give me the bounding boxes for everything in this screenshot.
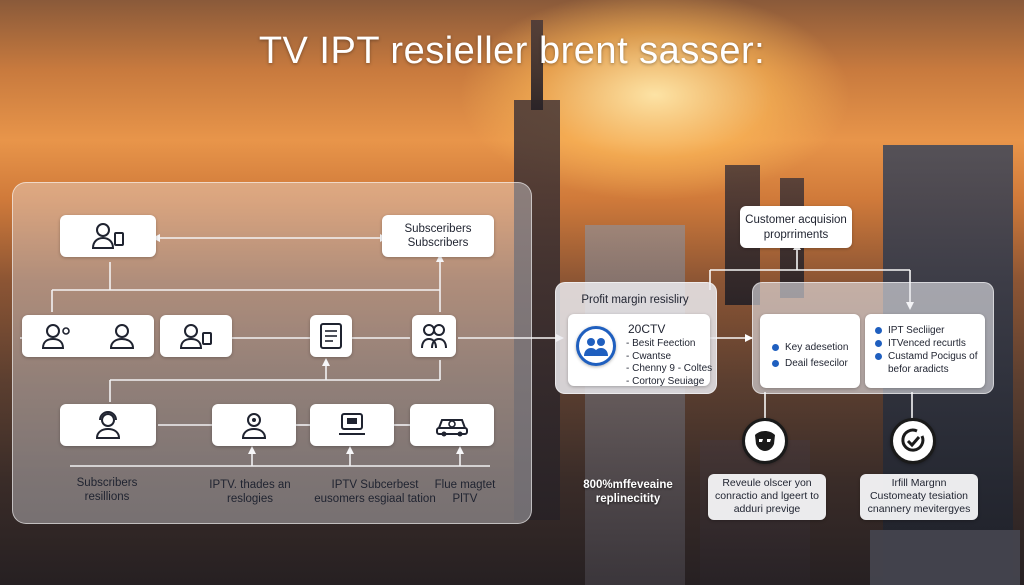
user-device-node[interactable] [60, 215, 156, 257]
ipt-list: IPT Secliiger ITVenced recurtls Custamd … [875, 324, 978, 376]
ipt-item-extra: befor aradicts [888, 364, 949, 375]
customer-acquisition-box[interactable]: Customer acquision proprriments [740, 206, 852, 248]
user-icon [108, 322, 136, 350]
check-circle-icon [890, 418, 936, 464]
20ctv-item: - Cortory Seuiage [626, 375, 705, 387]
ipt-item: Custamd Pocigus of [875, 350, 978, 363]
subscribers-line2: Subscribers [407, 237, 469, 249]
acquisition-line2: proprriments [763, 229, 829, 241]
20ctv-title: 20CTV [628, 322, 666, 336]
support-agent-node[interactable] [212, 404, 296, 446]
subscribers-line1: Subsceribers [404, 223, 472, 235]
20ctv-list: - Besit Feection - Cwantse - Chenny 9 - … [626, 338, 712, 388]
skyline-spire [531, 20, 543, 110]
skyline-tower [514, 100, 560, 520]
key-item: Key adesetion [772, 340, 848, 356]
car-node[interactable] [410, 404, 494, 446]
group-icon [419, 322, 449, 350]
monitor-icon [337, 411, 367, 439]
user-device-icon [91, 221, 125, 251]
skyline-building [870, 530, 1020, 585]
profit-margin-heading: Profit margin resisliry [581, 294, 689, 306]
users-node[interactable] [22, 315, 154, 357]
support-agent-icon [239, 410, 269, 440]
document-icon [319, 322, 343, 350]
headset-user-icon [92, 410, 124, 440]
key-adesetion-card[interactable]: Key adesetion Deail fesecilor [760, 314, 860, 388]
ipt-item: ITVenced recurtls [875, 337, 978, 350]
ipt-secliiger-card[interactable]: IPT Secliiger ITVenced recurtls Custamd … [865, 314, 985, 388]
20ctv-item: - Cwantse [626, 350, 672, 362]
headset-node[interactable] [60, 404, 156, 446]
monitor-node[interactable] [310, 404, 394, 446]
20ctv-item: - Besit Feection [626, 338, 696, 349]
20ctv-item: - Chenny 9 - Coltes [626, 363, 713, 374]
document-node[interactable] [310, 315, 352, 357]
acquisition-line1: Customer acquision [745, 214, 847, 226]
user-chat-icon [41, 322, 71, 350]
agent-node[interactable] [160, 315, 232, 357]
20ctv-card[interactable]: 20CTV - Besit Feection - Cwantse - Chenn… [568, 314, 712, 388]
page-title: TV IPT resieller brent sasser: [258, 30, 766, 72]
team-circle-icon [576, 326, 616, 366]
user-device-icon [179, 322, 213, 350]
ipt-item: IPT Secliiger [875, 324, 978, 337]
key-list: Key adesetion Deail fesecilor [772, 340, 848, 372]
group-node[interactable] [412, 315, 456, 357]
mask-icon [742, 418, 788, 464]
key-item: Deail fesecilor [772, 356, 848, 372]
subscribers-node[interactable]: Subsceribers Subscribers [382, 215, 494, 257]
car-icon [435, 412, 469, 438]
